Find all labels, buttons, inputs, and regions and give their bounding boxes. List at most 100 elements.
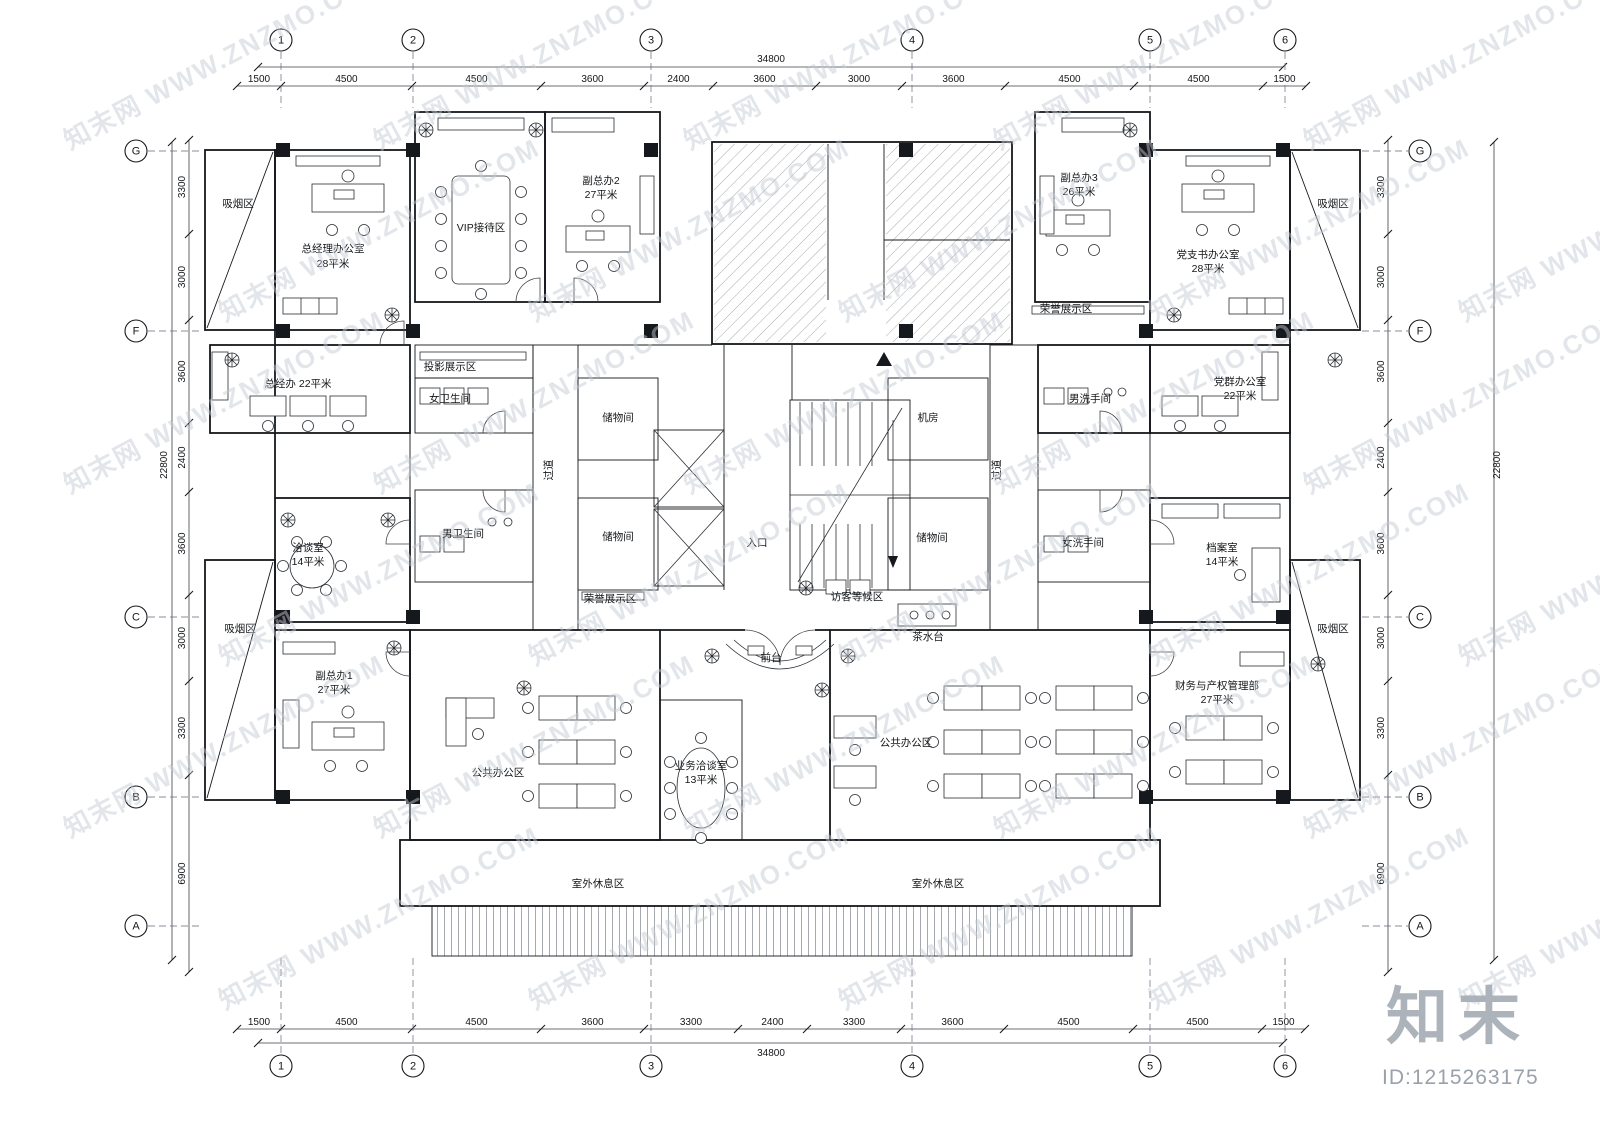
vip-meeting-furniture — [418, 117, 544, 300]
dimension-overall: 34800 — [757, 1048, 785, 1059]
grid-bubble-label: 5 — [1147, 1061, 1153, 1073]
archive-room-furniture — [1161, 503, 1281, 603]
grid-bubble — [1408, 605, 1432, 629]
dimension-text: 2400 — [667, 74, 690, 85]
party-mass-office-furniture — [1161, 351, 1343, 432]
dimension-text: 3600 — [177, 360, 188, 383]
dimension-text: 6900 — [177, 862, 188, 885]
grid-bubble-label: C — [132, 612, 140, 624]
grid-bubble — [401, 1054, 425, 1078]
dimension-text: 3000 — [1376, 626, 1387, 649]
room-label: 27平米 — [585, 188, 618, 201]
dimension-text: 1500 — [1272, 1017, 1295, 1028]
room-label: 公共办公区 — [472, 766, 525, 779]
vp1-office-furniture — [282, 640, 402, 772]
furniture-layer — [211, 117, 1343, 844]
room-label: 吸烟区 — [1317, 622, 1349, 635]
dimension-text: 3000 — [177, 265, 188, 288]
grid-bubble-label: 6 — [1282, 35, 1288, 47]
dimension-text: 3600 — [581, 74, 604, 85]
dimension-text: 4500 — [1057, 1017, 1080, 1028]
dimension-text: 3300 — [1376, 175, 1387, 198]
room-label: 吸烟区 — [222, 197, 254, 210]
door-swings — [379, 277, 1175, 677]
dimension-text: 3000 — [848, 74, 871, 85]
dimension-text: 3600 — [753, 74, 776, 85]
grid-bubble — [124, 319, 148, 343]
dimension-text: 2400 — [1376, 446, 1387, 469]
room-label: 投影展示区 — [424, 360, 477, 373]
negotiation-room-furniture — [277, 512, 396, 596]
grid-bubble-label: 2 — [410, 35, 416, 47]
display-cases — [419, 305, 1145, 601]
room-label: VIP接待区 — [457, 221, 505, 234]
room-label: 副总办1 — [315, 669, 352, 682]
dimension-text: 3000 — [177, 626, 188, 649]
room-label: 总经办 22平米 — [264, 377, 332, 390]
room-label: 14平米 — [292, 555, 325, 568]
grid-bubble — [900, 28, 924, 52]
dimension-text: 3300 — [177, 175, 188, 198]
dimension-overall: 34800 — [757, 54, 785, 65]
watermark-text: 知末网 WWW.ZNZMO.COM — [524, 476, 855, 671]
grid-bubble — [1273, 28, 1297, 52]
znzmo-logo: 知末 — [1386, 983, 1531, 1052]
open-office-left-furniture — [445, 680, 632, 809]
grid-bubble-label: 3 — [648, 35, 654, 47]
room-label: 26平米 — [1063, 185, 1096, 198]
room-label: 业务洽谈室 — [675, 759, 728, 772]
watermark-text: 知末网 WWW.ZNZMO.COM — [1299, 0, 1600, 155]
grid-bubble-label: 3 — [648, 1061, 654, 1073]
open-office-right-furniture — [814, 682, 1149, 806]
dimension-overall: 22800 — [159, 451, 170, 479]
watermark-text: 知末网 WWW.ZNZMO.COM — [1454, 132, 1600, 327]
dimension-overall: 22800 — [1492, 451, 1503, 479]
grid-bubble — [639, 1054, 663, 1078]
dimension-text: 4500 — [335, 74, 358, 85]
room-label-layer: 吸烟区总经理办公室28平米VIP接待区副总办227平米副总办326平米党支书办公… — [222, 171, 1349, 890]
grid-bubble — [1408, 319, 1432, 343]
elevator-shafts — [653, 429, 725, 587]
grid-bubble — [124, 785, 148, 809]
grid-bubble-label: 1 — [278, 35, 284, 47]
room-label: 过道 — [542, 459, 555, 480]
grid-bubble-label: 6 — [1282, 1061, 1288, 1073]
room-label: 总经理办公室 — [302, 242, 365, 255]
dimension-text: 4500 — [335, 1017, 358, 1028]
dimension-text: 6900 — [1376, 862, 1387, 885]
room-label: 女卫生间 — [429, 392, 471, 405]
tea-counter — [897, 603, 957, 627]
dimension-text: 3600 — [941, 1017, 964, 1028]
grid-bubble-label: 2 — [410, 1061, 416, 1073]
grid-bubble-label: G — [132, 146, 141, 158]
room-label: 28平米 — [317, 257, 350, 270]
room-label: 14平米 — [1206, 555, 1239, 568]
grid-bubble-label: A — [1416, 921, 1424, 933]
watermark-text: 知末网 WWW.ZNZMO.COM — [1299, 304, 1600, 499]
grid-bubble-label: F — [133, 326, 140, 338]
grid-bubble — [269, 1054, 293, 1078]
finance-office-furniture — [1169, 651, 1326, 785]
grid-bubble — [124, 605, 148, 629]
watermark-text: 知末网 WWW.ZNZMO.COM — [1299, 648, 1600, 843]
dimension-text: 4500 — [1187, 74, 1210, 85]
room-label: 储物间 — [916, 531, 948, 544]
room-label: 党支书办公室 — [1177, 248, 1240, 261]
room-label: 荣誉展示区 — [1040, 302, 1093, 315]
room-label: 财务与产权管理部 — [1175, 679, 1259, 692]
room-label: 洽谈室 — [292, 541, 324, 554]
grid-bubble — [401, 28, 425, 52]
grid-bubble — [1408, 785, 1432, 809]
dimension-text: 4500 — [465, 1017, 488, 1028]
grid-bubble-label: B — [1416, 792, 1423, 804]
grid-bubble-label: 1 — [278, 1061, 284, 1073]
grid-bubble — [269, 28, 293, 52]
grid-bubble — [900, 1054, 924, 1078]
dimension-text: 1500 — [248, 1017, 271, 1028]
grid-bubble — [1273, 1054, 1297, 1078]
vp3-office-furniture — [1039, 117, 1138, 256]
room-label: 访客等候区 — [831, 590, 884, 603]
room-label: 入口 — [747, 537, 768, 549]
